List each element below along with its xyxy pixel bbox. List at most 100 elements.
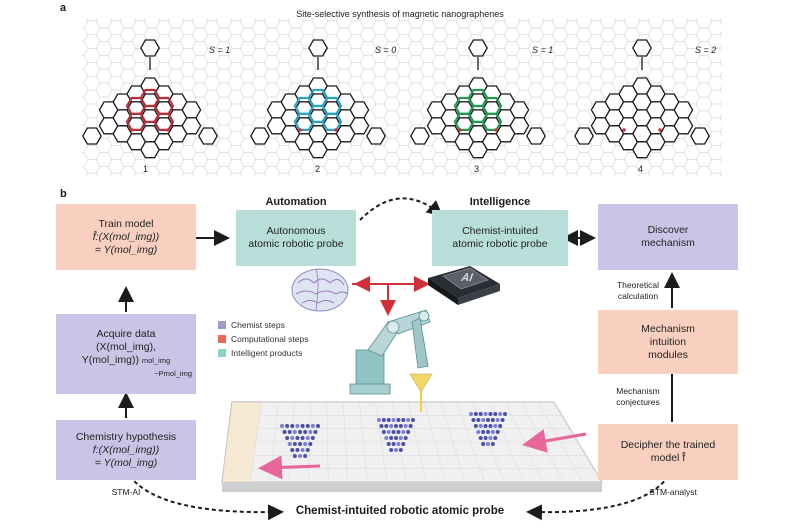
hypothesis-title: Chemistry hypothesis [75, 430, 177, 443]
atom-dot [493, 436, 498, 440]
discover-line2: mechanism [641, 237, 695, 249]
atom-dot [483, 412, 488, 416]
atom-dot [389, 448, 394, 452]
molecule-number-4: 4 [638, 164, 644, 174]
spin-label-3: S = 1 [532, 45, 554, 55]
acquire-data-box: Acquire data (X(mol_img), Y(mol_img)) mo… [56, 314, 196, 394]
radical-dot [622, 128, 626, 132]
radical-dot [658, 128, 662, 132]
decipher-line2: model f̂ [650, 452, 686, 464]
ring [673, 117, 694, 135]
substituent-ring [250, 127, 270, 145]
atom-dot [308, 430, 313, 434]
atom-dot [285, 436, 290, 440]
atom-dot [287, 430, 292, 434]
conjectures-line2: conjectures [616, 397, 660, 407]
panel-a-letter: a [60, 2, 67, 14]
panel-b-letter: b [60, 188, 67, 200]
atom-dot [411, 418, 415, 422]
atom-dot [381, 418, 386, 422]
legend-swatch-computational [218, 335, 226, 343]
atom-dot [473, 412, 478, 416]
substituent-ring [366, 127, 386, 145]
substituent-ring [690, 127, 710, 145]
train-model-result: = Y(mol_img) [94, 243, 158, 256]
autonomous-probe-box: Autonomous atomic robotic probe [236, 210, 356, 266]
discover-mechanism-box: Discover mechanism [598, 204, 738, 270]
atom-dot [394, 424, 398, 428]
atom-dot [495, 430, 500, 434]
panel-a-title: Site-selective synthesis of magnetic nan… [296, 9, 504, 19]
radical-dot [166, 128, 170, 132]
legend-item-computational: Computational steps [218, 332, 309, 346]
atom-dot [300, 424, 305, 428]
atom-dot [486, 430, 490, 434]
atom-dot [303, 442, 308, 446]
atom-dot [396, 442, 401, 446]
atom-dot [500, 418, 505, 422]
acquire-data-subscript: mol_img [141, 356, 171, 365]
chemist-intuited-probe-box: Chemist-intuited atomic robotic probe [432, 210, 568, 266]
mechanism-conjectures-label: Mechanism conjectures [606, 386, 670, 408]
highlighted-ring [125, 112, 147, 131]
atom-dot [292, 454, 297, 458]
atom-dot [386, 418, 391, 422]
train-model-box: Train model f̂:(X(mol_img)) = Y(mol_img) [56, 204, 196, 270]
stm-analyst-label: STM-analyst [649, 487, 697, 497]
atom-dot [389, 424, 394, 428]
atom-dot [498, 424, 503, 428]
atom-dot [313, 430, 318, 434]
acquire-data-y: Y(mol_img)) [81, 354, 139, 366]
atom-dot [406, 418, 411, 422]
substituent-ring [468, 39, 488, 57]
atom-dot [401, 418, 406, 422]
atom-dot [478, 412, 483, 416]
atom-dot [290, 424, 295, 428]
conjectures-line1: Mechanism [616, 386, 660, 396]
atom-dot [493, 412, 498, 416]
atom-dot [379, 424, 384, 428]
atom-dot [469, 412, 473, 416]
radical-dot [458, 128, 462, 132]
discover-line1: Discover [647, 224, 689, 236]
atom-dot [403, 436, 408, 440]
atom-dot [295, 448, 300, 452]
modules-line1: Mechanism [641, 322, 695, 335]
atom-dot [481, 442, 486, 446]
substituent-ring [198, 127, 218, 145]
atom-dot [300, 448, 305, 452]
acquire-data-title: Acquire data [96, 328, 156, 340]
theoretical-line2: calculation [617, 291, 659, 301]
atom-dot [298, 442, 302, 446]
chemistry-hypothesis-box: Chemistry hypothesis f:(X(mol_img)) = Y(… [56, 420, 196, 480]
atom-dot [398, 448, 403, 452]
atom-dot [298, 454, 302, 458]
atom-dot [401, 430, 406, 434]
autonomous-line1: Autonomous [266, 225, 326, 237]
atom-dot [295, 436, 300, 440]
atom-dot [486, 442, 490, 446]
ring [509, 117, 530, 135]
hypothesis-result: = Y(mol_img) [94, 456, 158, 469]
atom-dot [490, 430, 495, 434]
atom-dot [486, 418, 490, 422]
legend-label-chemist: Chemist steps [231, 320, 285, 330]
theoretical-line1: Theoretical [616, 280, 660, 290]
radical-dot [334, 128, 338, 132]
legend-swatch-chemist [218, 321, 226, 329]
atom-dot [287, 442, 292, 446]
legend-label-computational: Computational steps [231, 334, 309, 344]
atom-dot [488, 436, 493, 440]
atom-dot [398, 424, 403, 428]
atom-dot [295, 424, 300, 428]
stm-ai-label: STM-AI [111, 487, 141, 497]
acquire-data-distribution: ~Pmol_img [154, 369, 192, 378]
spin-label-2: S = 0 [375, 45, 397, 55]
ai-chip-label: AI [459, 272, 475, 284]
atom-dot [481, 430, 486, 434]
atom-dot [498, 412, 503, 416]
modules-line2: intuition [649, 335, 687, 348]
atom-dot [391, 430, 396, 434]
